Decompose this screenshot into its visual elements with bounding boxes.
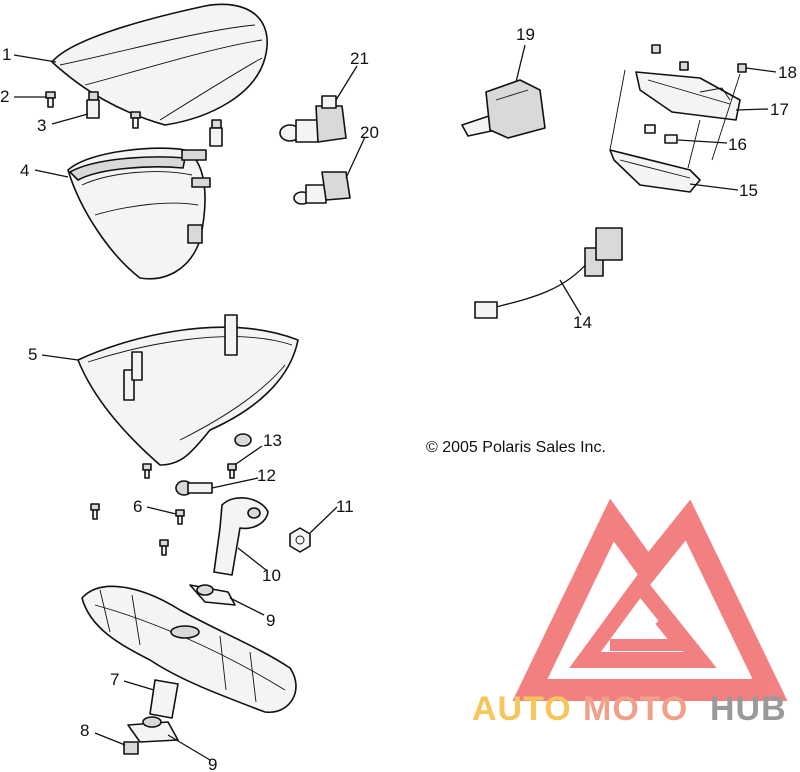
callout-16: 16 — [728, 135, 747, 154]
callout-7: 7 — [110, 670, 119, 689]
part-3-screw-b — [130, 111, 141, 129]
watermark-triangle-inner — [569, 571, 717, 668]
part-20-bulb-socket — [293, 171, 351, 205]
part-18-screw — [651, 44, 747, 73]
part-3-standoff-c — [209, 119, 223, 147]
part-8-small-clip — [123, 741, 139, 755]
part-14-wire-harness — [474, 227, 623, 319]
copyright-text: © 2005 Polaris Sales Inc. — [426, 439, 606, 456]
part-4-headlight-housing — [67, 147, 211, 280]
callout-14: 14 — [573, 313, 592, 332]
callout-5: 5 — [28, 345, 37, 364]
callout-9-upper: 9 — [266, 611, 275, 630]
part-12-bolt — [175, 480, 213, 496]
callout-9-lower: 9 — [208, 755, 217, 772]
watermark-triangle-outer — [512, 498, 788, 701]
part-21-bulb-socket — [279, 95, 347, 143]
part-5-lower-shell — [77, 314, 299, 466]
handlebar-pad — [81, 585, 297, 713]
watermark-auto: AUTO — [472, 690, 572, 728]
part-3-standoff-a — [86, 91, 100, 119]
callout-8: 8 — [80, 721, 89, 740]
part-13-screw — [142, 463, 237, 479]
watermark-logo — [512, 498, 788, 701]
part-11-nut — [289, 527, 311, 553]
callout-20: 20 — [360, 123, 379, 142]
callout-4: 4 — [20, 161, 29, 180]
part-17-indicator-lens — [635, 71, 741, 121]
callout-6: 6 — [133, 497, 142, 516]
part-7-pad-piece — [149, 679, 179, 719]
callout-1: 1 — [2, 45, 11, 64]
leader-lines — [13, 44, 777, 761]
callout-3: 3 — [37, 116, 46, 135]
part-16-pin — [644, 124, 678, 144]
callout-15: 15 — [739, 181, 758, 200]
callout-2: 2 — [0, 87, 9, 106]
part-19-bulb — [461, 79, 546, 139]
part-6-screw — [90, 503, 185, 556]
callout-17: 17 — [770, 100, 789, 119]
part-10-adjuster-bracket — [213, 497, 269, 576]
part-1-top-cover — [51, 3, 268, 126]
callout-12: 12 — [257, 466, 276, 485]
watermark-hub: HUB — [710, 690, 787, 728]
callout-10: 10 — [262, 566, 281, 585]
callout-11: 11 — [336, 497, 354, 516]
watermark-g-mark — [610, 616, 693, 651]
callout-13: 13 — [263, 431, 282, 450]
part-2-screw — [45, 91, 56, 108]
callout-21: 21 — [350, 49, 369, 68]
watermark-moto: MOTO — [583, 690, 688, 728]
callout-numbers: 1 2 3 4 5 6 7 8 9 9 10 11 12 13 14 15 16… — [0, 25, 797, 772]
part-9-clip-lower — [127, 716, 179, 743]
callout-19: 19 — [516, 25, 535, 44]
part-15-indicator-base — [609, 149, 701, 193]
watermark-wordmark: AUTO MOTO HUB — [472, 690, 787, 728]
part-9-clip-upper — [189, 584, 236, 606]
callout-18: 18 — [778, 63, 797, 82]
